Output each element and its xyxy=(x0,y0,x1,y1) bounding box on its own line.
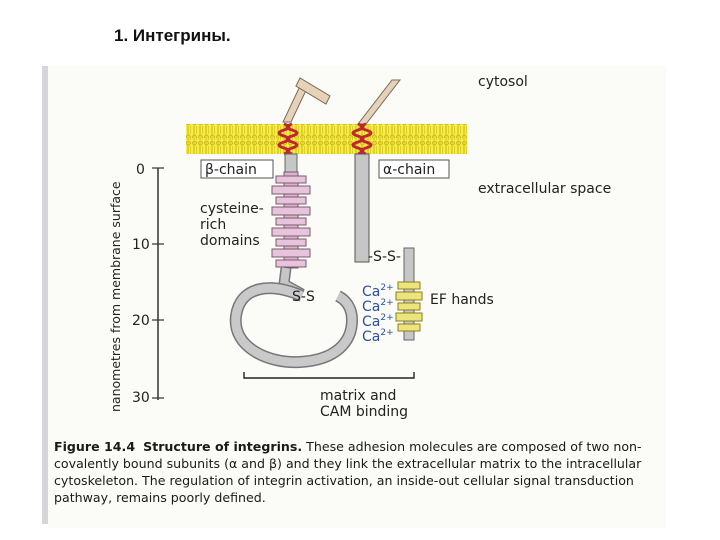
cysteine-label-line1: cysteine- xyxy=(200,201,264,217)
axis-tick-0: 0 xyxy=(136,162,145,178)
matrix-label-line2: CAM binding xyxy=(320,404,408,420)
cell-membrane xyxy=(186,124,467,154)
extracellular-space-label: extracellular space xyxy=(478,181,611,197)
figure-caption: Figure 14.4 Structure of integrins. Thes… xyxy=(54,438,662,506)
beta-chain xyxy=(229,77,359,369)
caption-title: Structure of integrins. xyxy=(143,439,303,454)
beta-disulfide-label: S-S xyxy=(292,289,315,305)
alpha-chain xyxy=(351,79,423,341)
cysteine-rich-domains xyxy=(271,171,311,269)
page-edge-strip xyxy=(42,66,48,524)
matrix-binding-bracket xyxy=(243,372,415,379)
axis-tick-30: 30 xyxy=(132,390,150,406)
calcium-ion-labels: Ca2+ Ca2+ Ca2+ Ca2+ xyxy=(362,283,394,345)
axis-tick-10: 10 xyxy=(132,237,150,253)
beta-chain-label: β-chain xyxy=(205,162,257,178)
cysteine-label-line3: domains xyxy=(200,233,260,249)
calcium-label-4: Ca2+ xyxy=(362,328,394,345)
calcium-label-3: Ca2+ xyxy=(362,313,394,330)
axis-label: nanometres from membrane surface xyxy=(108,181,123,412)
caption-text: These adhesion molecules are composed of… xyxy=(54,439,642,505)
matrix-label-line1: matrix and xyxy=(320,388,396,404)
ef-hand-domains xyxy=(395,281,423,332)
slide-title: 1. Интегрины. xyxy=(114,26,231,45)
axis-tick-20: 20 xyxy=(132,313,150,329)
scale-axis: 0 10 20 30 nanometres from membrane surf… xyxy=(108,162,164,412)
cytosol-label: cytosol xyxy=(478,74,528,90)
figure-number: Figure 14.4 xyxy=(54,439,136,454)
alpha-disulfide-label: -S-S- xyxy=(368,249,401,265)
ef-hands-label: EF hands xyxy=(430,292,494,308)
calcium-label-1: Ca2+ xyxy=(362,283,394,300)
calcium-label-2: Ca2+ xyxy=(362,298,394,315)
cysteine-label-line2: rich xyxy=(200,217,226,233)
alpha-chain-label: α-chain xyxy=(383,162,435,178)
